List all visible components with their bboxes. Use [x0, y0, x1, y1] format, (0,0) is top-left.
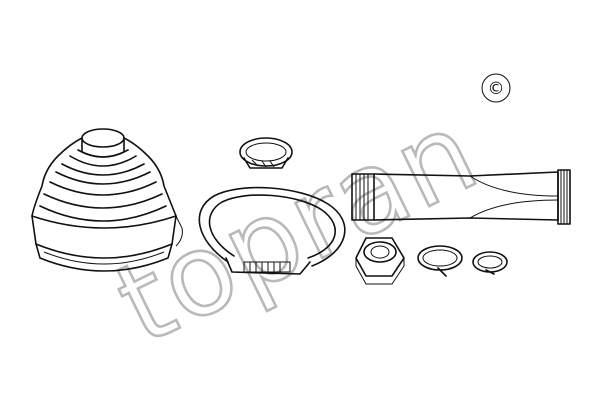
watermark-text: topran — [98, 86, 498, 370]
circlip-small-icon — [472, 251, 508, 275]
watermark-logo: topran — [96, 85, 498, 372]
grease-tube-icon — [351, 169, 571, 225]
copyright-mark: © — [481, 73, 511, 103]
copyright-symbol: © — [488, 79, 505, 99]
cv-joint-boot-icon — [31, 128, 183, 272]
hex-nut-icon — [355, 237, 405, 285]
small-clamp-ring-icon — [239, 137, 293, 169]
circlip-icon — [417, 245, 463, 277]
large-hose-clamp-icon — [198, 186, 346, 275]
